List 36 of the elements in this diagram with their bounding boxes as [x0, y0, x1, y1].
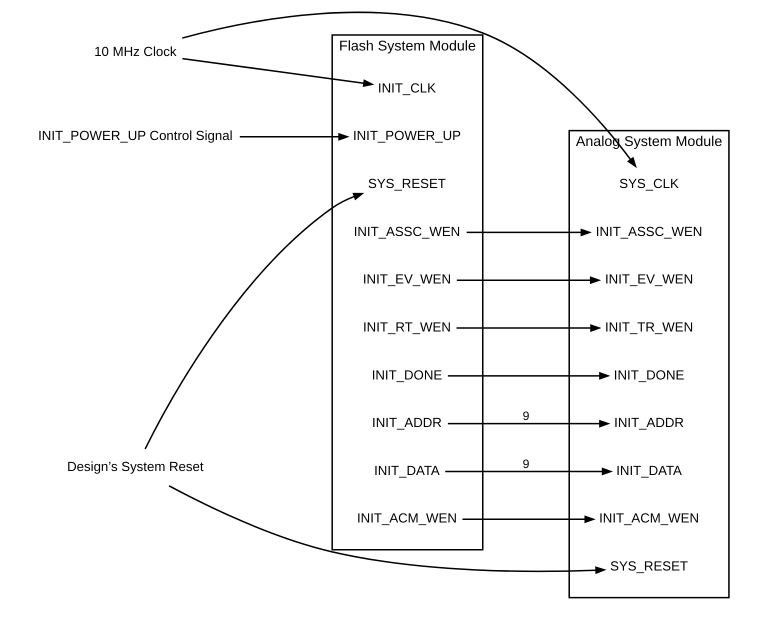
arrow	[445, 468, 614, 476]
node-text: INIT_ASSC_WEN	[596, 224, 702, 239]
node-text: SYS_CLK	[619, 176, 679, 192]
arrow	[456, 276, 602, 284]
node-text: INIT_ACM_WEN	[599, 510, 700, 526]
node-text: 10 MHz Clock	[94, 44, 176, 59]
arrow	[144, 192, 364, 450]
node-text: INIT_TR_WEN	[605, 319, 694, 334]
node-text: INIT_EV_WEN	[362, 272, 452, 287]
node-text: INIT_ADDR	[614, 415, 684, 430]
arrow	[448, 372, 610, 380]
edge-label: 9	[522, 457, 530, 471]
node-text: INIT_DONE	[372, 367, 442, 382]
arrow	[182, 58, 374, 88]
arrow	[240, 132, 350, 141]
node-text: SYS_RESET	[610, 558, 688, 574]
arrow	[462, 515, 596, 524]
arrow	[168, 485, 607, 574]
node-text: INIT_ACM_WEN	[357, 510, 457, 526]
node-text: INIT_RT_WEN	[363, 319, 451, 334]
arrow	[466, 228, 592, 236]
arrow	[182, 12, 637, 168]
arrow	[456, 324, 602, 332]
node-text: INIT_EV_WEN	[604, 272, 694, 287]
arrow	[448, 420, 610, 428]
node-text: INIT_CLK	[378, 80, 436, 96]
node-text: INIT_POWER_UP	[352, 128, 461, 144]
node-text: Design’s System Reset	[67, 458, 204, 474]
node-text: INIT_DONE	[614, 367, 684, 382]
node-text: INIT_ASSC_WEN	[354, 224, 460, 239]
node-text: SYS_RESET	[368, 176, 446, 192]
edge-label: 9	[522, 409, 530, 424]
node-text: INIT_ADDR	[372, 415, 442, 430]
node-text: INIT_DATA	[374, 462, 440, 478]
node-text: INIT_POWER_UP Control Signal	[38, 128, 233, 144]
node-text: INIT_DATA	[616, 462, 682, 478]
